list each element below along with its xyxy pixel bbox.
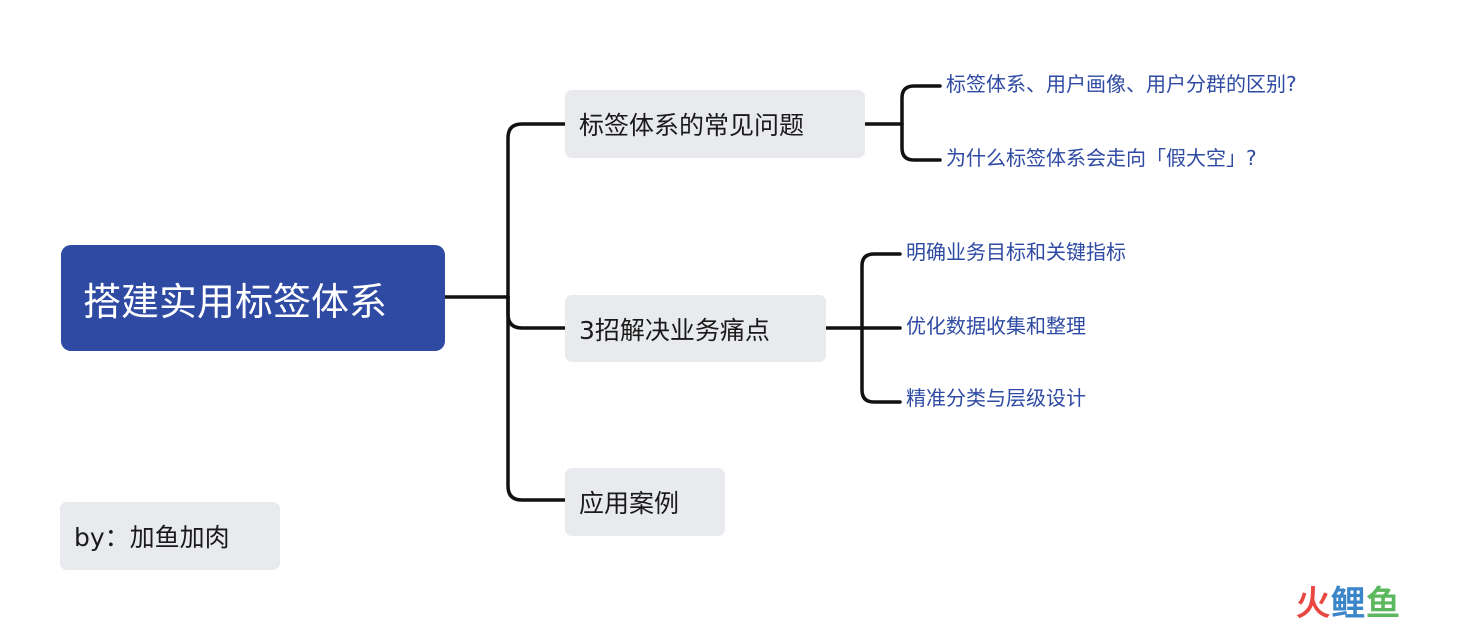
author-credit: by：加鱼加肉 bbox=[60, 502, 280, 570]
connector-b1-leaf2 bbox=[900, 122, 942, 162]
connector-b2-leaf1 bbox=[860, 252, 902, 330]
leaf-node[interactable]: 明确业务目标和关键指标 bbox=[906, 240, 1126, 264]
root-node[interactable]: 搭建实用标签体系 bbox=[61, 245, 445, 351]
branch-label: 标签体系的常见问题 bbox=[579, 111, 805, 140]
branch-node-three-tips[interactable]: 3招解决业务痛点 bbox=[565, 295, 826, 362]
watermark-logo: 火鲤鱼 bbox=[1296, 584, 1401, 624]
leaf-node[interactable]: 为什么标签体系会走向「假大空」? bbox=[946, 146, 1257, 170]
branch-label: 应用案例 bbox=[579, 489, 680, 518]
connector-branch-1 bbox=[506, 122, 567, 299]
watermark-char: 鱼 bbox=[1366, 584, 1401, 624]
leaf-node[interactable]: 标签体系、用户画像、用户分群的区别? bbox=[946, 72, 1297, 96]
connector-branch-2 bbox=[506, 295, 567, 330]
connector-b1-leaf1 bbox=[900, 84, 942, 126]
leaf-node[interactable]: 优化数据收集和整理 bbox=[906, 314, 1086, 338]
root-label: 搭建实用标签体系 bbox=[83, 279, 388, 324]
watermark-char: 火 bbox=[1296, 584, 1331, 624]
branch-node-common-issues[interactable]: 标签体系的常见问题 bbox=[565, 90, 865, 158]
credit-label: by：加鱼加肉 bbox=[74, 523, 230, 552]
connector-branch-3 bbox=[506, 295, 567, 502]
leaf-node[interactable]: 精准分类与层级设计 bbox=[906, 386, 1086, 410]
connector-b2-leaf3 bbox=[860, 326, 902, 404]
branch-label: 3招解决业务痛点 bbox=[579, 315, 770, 345]
branch-node-cases[interactable]: 应用案例 bbox=[565, 468, 725, 536]
watermark-char: 鲤 bbox=[1331, 584, 1366, 624]
